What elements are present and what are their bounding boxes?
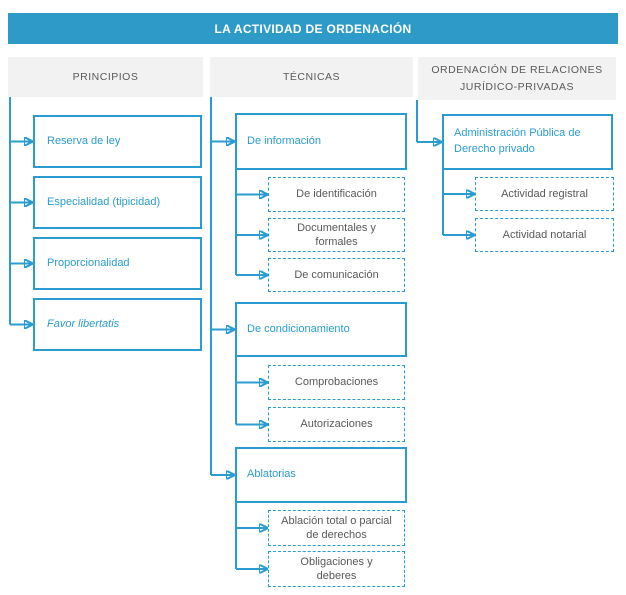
node-ablatorias: Ablatorias [235,447,407,503]
leaf-de-comunicacion: De comunicación [268,258,405,292]
diagram-title: LA ACTIVIDAD DE ORDENACIÓN [8,13,618,44]
leaf-ablacion-derechos: Ablación total o parcial de derechos [268,510,405,546]
column-header-principios: PRINCIPIOS [8,57,203,97]
node-proporcionalidad: Proporcionalidad [33,237,202,290]
column-header-ordenacion: ORDENACIÓN DE RELACIONES JURÍDICO-PRIVAD… [418,57,616,100]
node-especialidad: Especialidad (tipicidad) [33,176,202,229]
node-administracion-publica: Administración Pública de Derecho privad… [442,114,613,170]
node-favor-libertatis: Favor libertatis [33,298,202,351]
leaf-comprobaciones: Comprobaciones [268,365,405,400]
leaf-de-identificacion: De identificación [268,177,405,212]
leaf-documentales-formales: Documentales y formales [268,218,405,252]
leaf-obligaciones-deberes: Obligaciones y deberes [268,551,405,587]
node-de-condicionamiento: De condicionamiento [235,302,407,357]
node-reserva-de-ley: Reserva de ley [33,115,202,168]
column-header-tecnicas: TÉCNICAS [210,57,413,97]
node-de-informacion: De información [235,113,407,170]
leaf-autorizaciones: Autorizaciones [268,407,405,442]
leaf-actividad-notarial: Actividad notarial [475,218,614,252]
leaf-actividad-registral: Actividad registral [475,177,614,211]
